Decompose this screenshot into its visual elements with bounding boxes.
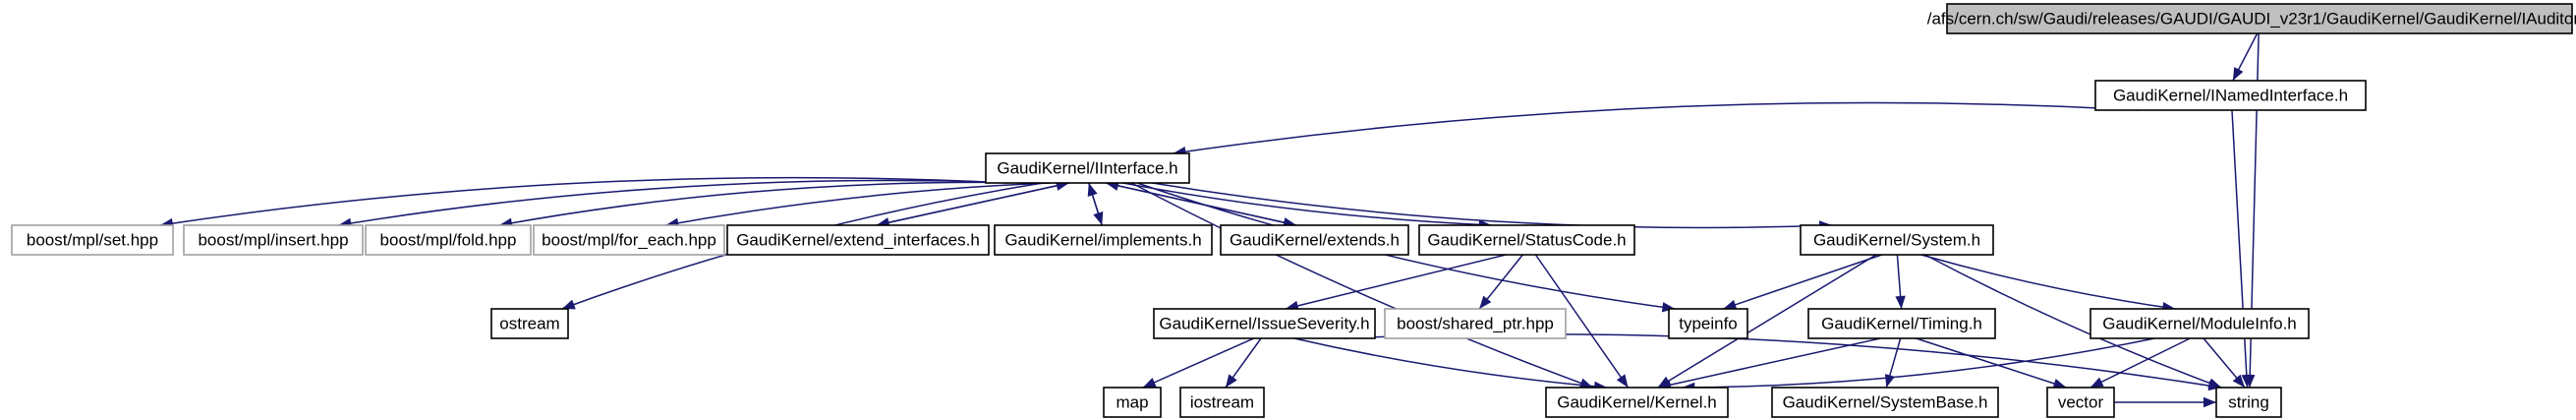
edge-arrowhead bbox=[1479, 295, 1492, 309]
graph-node-shared_ptr[interactable]: boost/shared_ptr.hpp bbox=[1384, 308, 1567, 339]
edge-arrowhead bbox=[561, 299, 576, 310]
dependency-edge bbox=[1657, 337, 1881, 389]
graph-node-extend_interfaces[interactable]: GaudiKernel/extend_interfaces.h bbox=[726, 224, 990, 256]
graph-node-iinterface[interactable]: GaudiKernel/IInterface.h bbox=[985, 152, 1190, 184]
dependency-edge bbox=[1682, 337, 2155, 389]
graph-node-kernel[interactable]: GaudiKernel/Kernel.h bbox=[1545, 387, 1729, 418]
graph-node-mpl_fold[interactable]: boost/mpl/fold.hpp bbox=[365, 224, 532, 256]
node-box[interactable] bbox=[2094, 80, 2367, 111]
node-box[interactable] bbox=[1668, 308, 1748, 339]
node-box[interactable] bbox=[2215, 387, 2282, 418]
node-box[interactable] bbox=[1179, 387, 1265, 418]
dependency-edge bbox=[1657, 254, 1877, 389]
dependency-edge bbox=[1293, 337, 1608, 389]
dependency-edge bbox=[665, 182, 1052, 226]
dependency-edge bbox=[1534, 254, 1630, 389]
dependency-edge bbox=[1122, 182, 1492, 226]
node-box[interactable] bbox=[985, 152, 1190, 184]
node-layer: /afs/cern.ch/sw/Gaudi/releases/GAUDI/GAU… bbox=[11, 3, 2576, 418]
node-box[interactable] bbox=[183, 224, 364, 256]
dependency-edge bbox=[876, 182, 1069, 226]
graph-node-mpl_insert[interactable]: boost/mpl/insert.hpp bbox=[183, 224, 364, 256]
graph-node-system[interactable]: GaudiKernel/System.h bbox=[1800, 224, 1994, 256]
node-box[interactable] bbox=[726, 224, 990, 256]
graph-node-timing[interactable]: GaudiKernel/Timing.h bbox=[1807, 308, 1996, 339]
graph-node-implements[interactable]: GaudiKernel/implements.h bbox=[994, 224, 1213, 256]
dependency-edge bbox=[1105, 182, 1297, 226]
node-box[interactable] bbox=[1153, 308, 1376, 339]
graph-node-issueseverity[interactable]: GaudiKernel/IssueSeverity.h bbox=[1153, 308, 1376, 339]
dependency-edge bbox=[1920, 254, 2176, 310]
dependency-edge bbox=[1285, 254, 1507, 310]
edge-layer bbox=[159, 32, 2260, 408]
graph-node-string[interactable]: string bbox=[2215, 387, 2282, 418]
dependency-edge bbox=[1723, 254, 1882, 310]
node-box[interactable] bbox=[11, 224, 174, 256]
graph-node-mpl_for_each[interactable]: boost/mpl/for_each.hpp bbox=[533, 224, 725, 256]
edge-arrowhead bbox=[1895, 295, 1906, 309]
edge-arrowhead bbox=[2052, 379, 2067, 389]
edge-arrowhead bbox=[1087, 183, 1098, 197]
node-box[interactable] bbox=[2089, 308, 2310, 339]
graph-node-iauditor[interactable]: /afs/cern.ch/sw/Gaudi/releases/GAUDI/GAU… bbox=[1927, 3, 2576, 34]
graph-node-systembase[interactable]: GaudiKernel/SystemBase.h bbox=[1771, 387, 1999, 418]
dependency-edge bbox=[1173, 101, 2140, 154]
dependency-edge bbox=[338, 179, 1023, 226]
graph-node-vector[interactable]: vector bbox=[2046, 387, 2115, 418]
node-box[interactable] bbox=[1946, 3, 2573, 34]
node-box[interactable] bbox=[994, 224, 1213, 256]
dependency-edge bbox=[1916, 337, 2067, 389]
node-box[interactable] bbox=[533, 224, 725, 256]
dependency-edge bbox=[1130, 182, 1594, 389]
node-box[interactable] bbox=[1418, 224, 1635, 256]
node-box[interactable] bbox=[1771, 387, 1999, 418]
edge-arrowhead bbox=[2089, 377, 2104, 388]
edge-arrowhead bbox=[1142, 377, 1157, 388]
dependency-edge bbox=[1924, 254, 2222, 389]
graph-node-statuscode[interactable]: GaudiKernel/StatusCode.h bbox=[1418, 224, 1635, 256]
node-box[interactable] bbox=[1545, 387, 1729, 418]
node-box[interactable] bbox=[1384, 308, 1567, 339]
node-box[interactable] bbox=[1220, 224, 1409, 256]
edge-arrowhead bbox=[1884, 374, 1895, 388]
edge-arrowhead bbox=[2207, 378, 2222, 389]
graph-node-ostream[interactable]: ostream bbox=[490, 308, 569, 339]
dependency-edge bbox=[2231, 109, 2249, 389]
dependency-edge bbox=[1152, 182, 1833, 229]
dependency-edge bbox=[159, 176, 1008, 226]
node-box[interactable] bbox=[365, 224, 532, 256]
node-box[interactable] bbox=[1800, 224, 1994, 256]
node-box[interactable] bbox=[2046, 387, 2115, 418]
graph-node-iostream[interactable]: iostream bbox=[1179, 387, 1265, 418]
graph-node-extends[interactable]: GaudiKernel/extends.h bbox=[1220, 224, 1409, 256]
edge-arrowhead bbox=[1616, 374, 1629, 388]
node-box[interactable] bbox=[1807, 308, 1996, 339]
edge-arrowhead bbox=[1225, 374, 1237, 388]
edge-arrowhead bbox=[2232, 67, 2244, 81]
node-box[interactable] bbox=[1103, 387, 1162, 418]
node-box[interactable] bbox=[490, 308, 569, 339]
edge-arrowhead bbox=[2241, 374, 2252, 388]
graph-node-moduleinfo[interactable]: GaudiKernel/ModuleInfo.h bbox=[2089, 308, 2310, 339]
graph-node-inamedinterface[interactable]: GaudiKernel/INamedInterface.h bbox=[2094, 80, 2367, 111]
graph-node-mpl_set[interactable]: boost/mpl/set.hpp bbox=[11, 224, 174, 256]
edge-arrowhead bbox=[2232, 374, 2245, 388]
dependency-edge bbox=[1142, 337, 1255, 389]
edge-arrowhead bbox=[1723, 299, 1738, 310]
edge-arrowhead bbox=[2204, 396, 2216, 408]
graph-node-map[interactable]: map bbox=[1103, 387, 1162, 418]
graph-node-typeinfo[interactable]: typeinfo bbox=[1668, 308, 1748, 339]
dependency-edge bbox=[498, 181, 1037, 226]
